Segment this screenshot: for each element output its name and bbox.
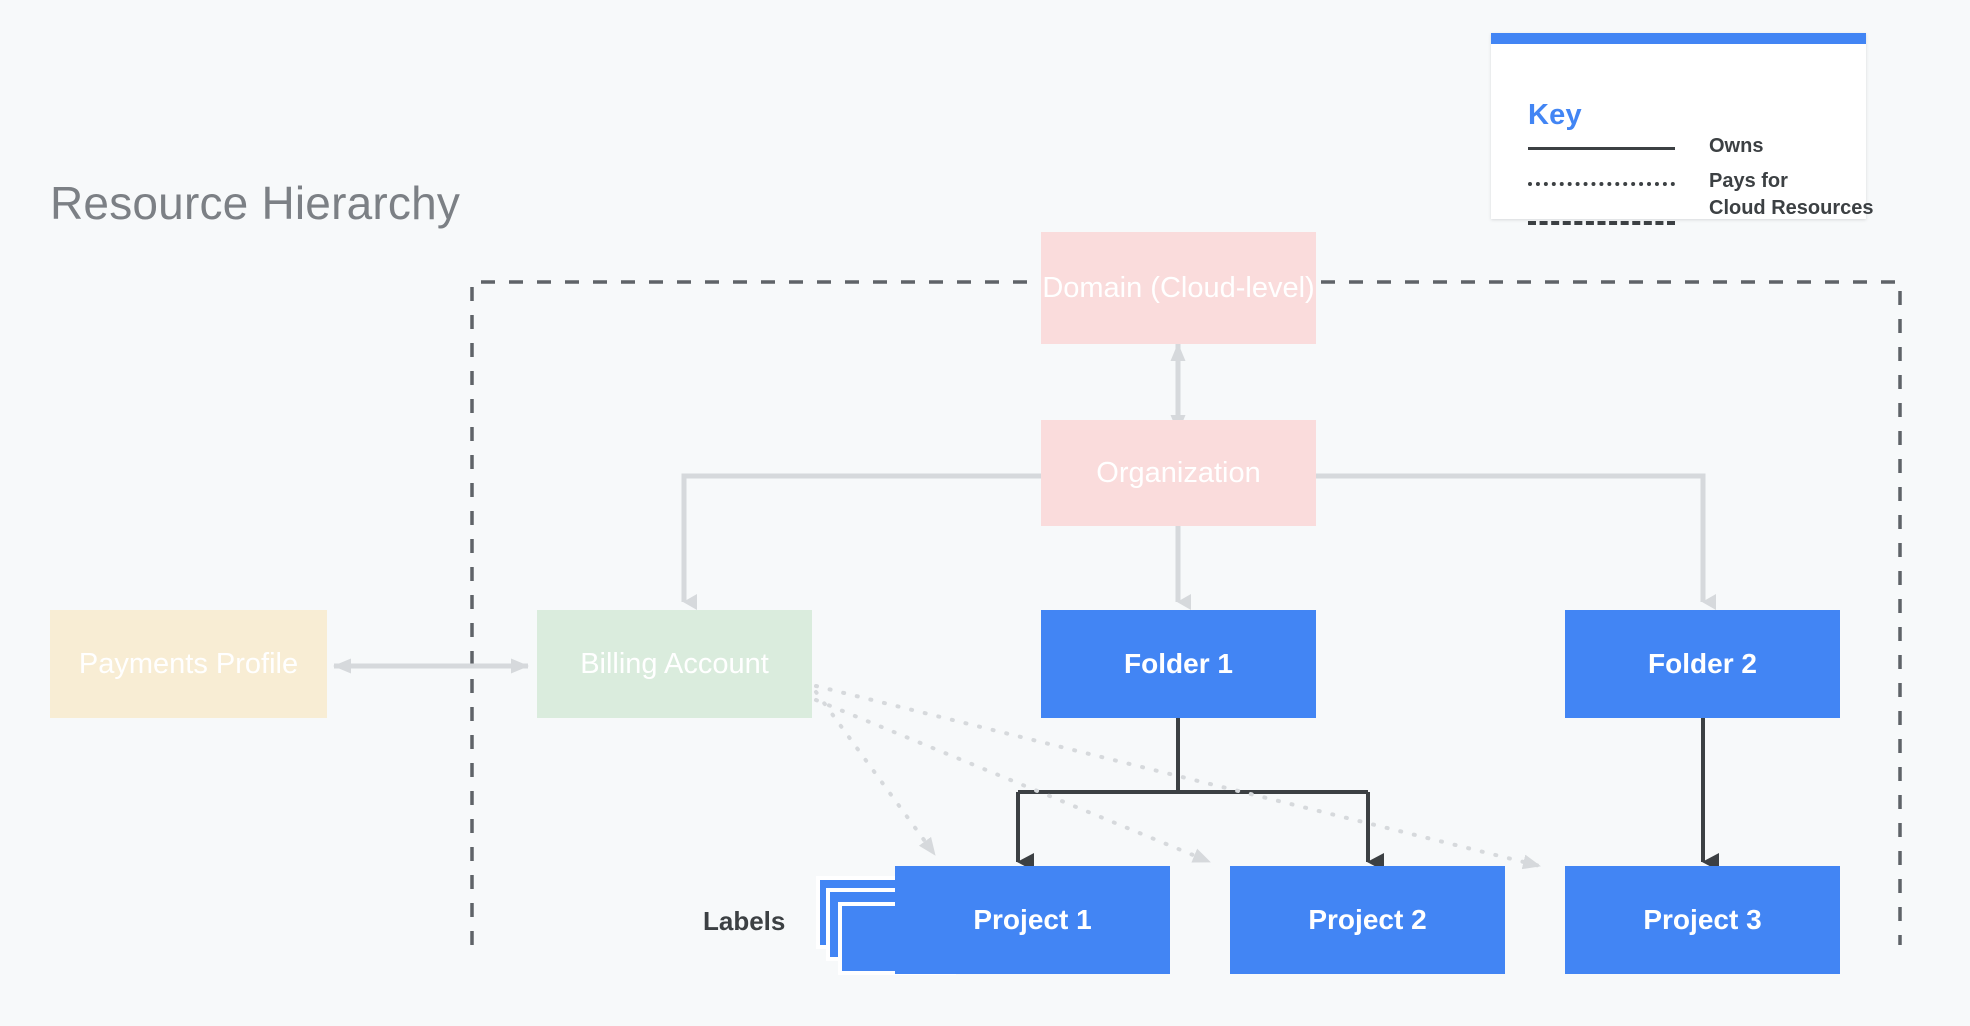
key-legend: Key Owns Pays for Cloud Resources — [1491, 33, 1873, 225]
dashed-line-icon — [1528, 221, 1675, 225]
dotted-line-icon — [1528, 182, 1675, 186]
node-project-1-label: Project 1 — [973, 904, 1092, 935]
connector-organization-billing-account — [681, 473, 1041, 610]
key-item-owns-label: Owns — [1709, 135, 1764, 157]
node-folder-1-label: Folder 1 — [1124, 648, 1233, 679]
node-project-1[interactable]: Project 1 — [895, 866, 1170, 974]
node-payments-profile[interactable]: Payments Profile — [50, 610, 327, 718]
connector-organization-folder2 — [1316, 473, 1716, 610]
connector-folder1-projects — [1016, 717, 1384, 871]
key-item-pays-for-label: Pays for — [1709, 170, 1788, 192]
node-organization[interactable]: Organization — [1041, 420, 1316, 526]
solid-line-icon — [1528, 147, 1675, 150]
node-domain[interactable]: Domain (Cloud-level) — [1041, 232, 1316, 344]
node-billing-account-label: Billing Account — [580, 647, 769, 680]
node-project-3-label: Project 3 — [1643, 904, 1762, 935]
node-organization-label: Organization — [1096, 456, 1261, 489]
page-title: Resource Hierarchy — [50, 177, 461, 229]
node-project-3[interactable]: Project 3 — [1565, 866, 1840, 974]
node-domain-label: Domain (Cloud-level) — [1042, 271, 1315, 304]
node-project-2-label: Project 2 — [1308, 904, 1427, 935]
node-payments-profile-label: Payments Profile — [78, 647, 299, 680]
node-folder-2[interactable]: Folder 2 — [1565, 610, 1840, 718]
key-accent-bar — [1491, 33, 1866, 44]
key-item-cloud-resources-label: Cloud Resources — [1709, 197, 1874, 219]
node-folder-2-label: Folder 2 — [1648, 648, 1757, 679]
node-folder-1[interactable]: Folder 1 — [1041, 610, 1316, 718]
labels-caption: Labels — [703, 906, 786, 936]
node-project-2[interactable]: Project 2 — [1230, 866, 1505, 974]
node-billing-account[interactable]: Billing Account — [537, 610, 812, 718]
key-heading: Key — [1528, 99, 1582, 131]
